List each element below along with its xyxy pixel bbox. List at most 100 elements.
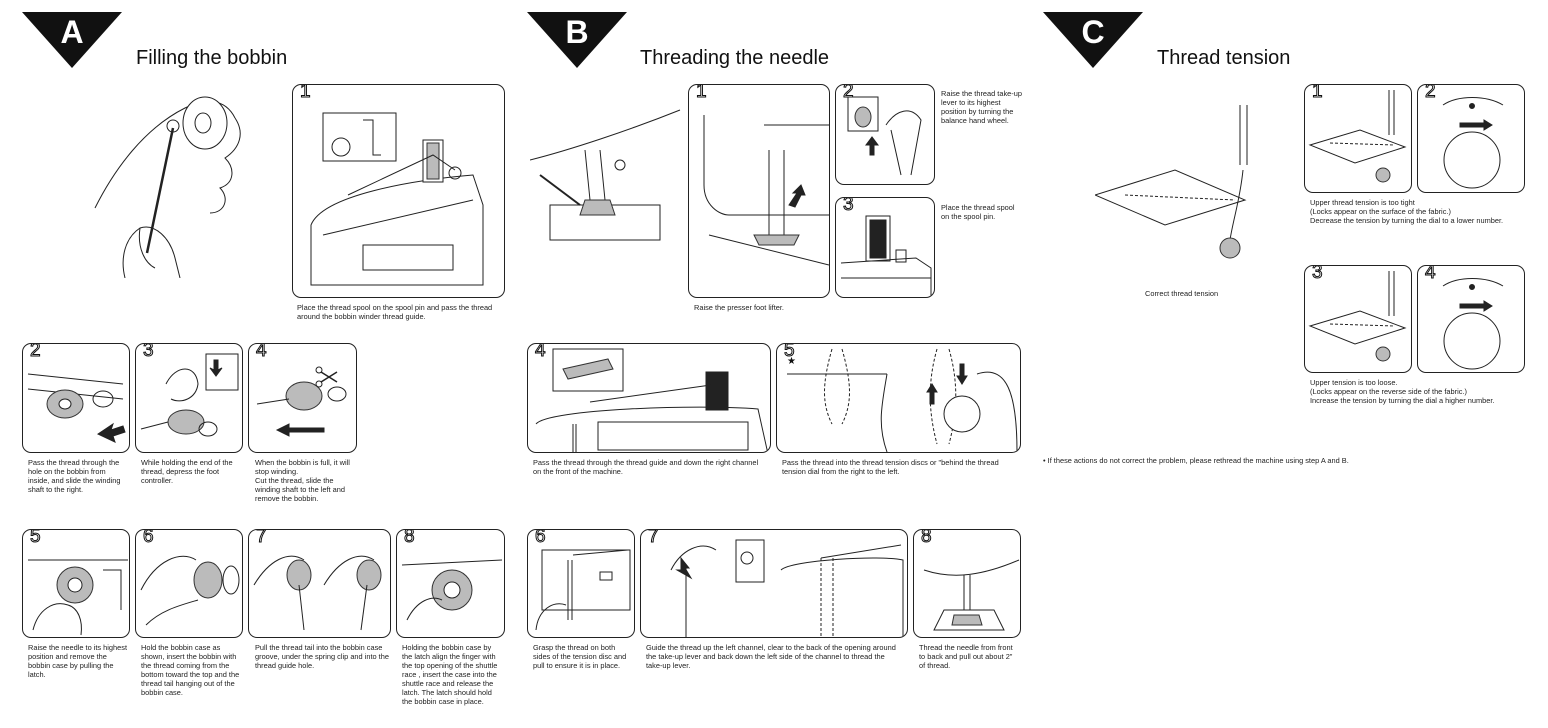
step-number: 8 [404,529,416,547]
step-b1-panel: 1 [688,84,830,298]
step-b4-panel: 4 [527,343,771,453]
step-b4-caption: Pass the thread through the thread guide… [533,458,759,476]
step-a5-panel: 5 [22,529,130,638]
step-b8-panel: 8 [913,529,1021,638]
step-a5-caption: Raise the needle to its highest position… [28,643,128,679]
raise-lifter-illustration [703,115,829,266]
bobbin-icon [1375,346,1391,362]
step-c3-panel: 3 [1304,265,1412,373]
step-b6-panel: 6 [527,529,635,638]
step-a1-caption: Place the thread spool on the spool pin … [297,303,493,321]
arrow-icon [1459,300,1493,312]
step-number: 3 [143,343,155,361]
step-a2-panel: 2 [22,343,130,453]
foot-controller-illustration [140,353,239,437]
step-number: 2 [1425,84,1437,102]
step-b3-panel: 3 [835,197,935,298]
step-number: 4 [256,343,268,361]
step-b2-panel: 2 [835,84,935,185]
step-c1-panel: 1 [1304,84,1412,193]
spool-icon [705,371,729,411]
step-a3-caption: While holding the end of the thread, dep… [141,458,233,485]
step-number: 6 [535,529,547,547]
step-number: 5 [30,529,42,547]
section-b-badge [527,12,627,68]
step-a6-caption: Hold the bobbin case as shown, insert th… [141,643,240,697]
tight-tension-caption: Upper thread tension is too tight(Locks … [1310,198,1504,225]
bobbin-icon [1219,237,1241,259]
section-a-letter: A [60,14,84,50]
step-number: 1 [300,84,312,102]
step-number: 3 [843,197,855,215]
grasp-thread-illustration [535,549,631,631]
section-a-badge [22,12,122,68]
arrow-icon [956,363,968,385]
step-number: 6 [143,529,155,547]
section-b-title: Threading the needle [640,47,830,69]
step-number: 5 [784,343,796,361]
arrow-icon [1459,119,1493,131]
step-number: 1 [1312,84,1324,102]
step-number: 1 [696,84,708,102]
bobbin-winder-illustration [27,373,126,443]
arrow-icon [788,184,806,208]
step-b6-caption: Grasp the thread on both sides of the te… [533,643,627,670]
tension-disc-illustration [787,348,1018,452]
step-b1-caption: Raise the presser foot lifter. [694,303,784,312]
spool-pin-illustration [840,215,932,297]
arrow-icon [96,422,126,443]
fabric-icon [1308,129,1407,164]
step-number: 4 [1425,265,1437,283]
step-b8-caption: Thread the needle from front to back and… [919,643,1013,670]
step-b2-caption: Raise the thread take-up lever to its hi… [941,89,1022,125]
thread-bobbin-case-illustration [253,555,382,631]
arrow-icon [275,423,325,437]
scissors-icon [320,371,338,383]
tension-dial-icon [1442,278,1504,370]
correct-tension-caption: Correct thread tension [1145,289,1219,298]
step-a4-panel: 4 [248,343,357,453]
take-up-lever-illustration [847,96,922,176]
section-c-letter: C [1081,14,1105,50]
step-b7-panel: 7 [640,529,908,638]
bobbin-icon [285,381,323,411]
section-c-badge [1043,12,1143,68]
needle-icon [963,575,971,610]
tight-tension-fabric-illustration [1308,90,1407,183]
section-a-title: Filling the bobbin [136,47,288,69]
arrow-icon [926,383,938,405]
step-a4-caption: When the bobbin is full, it will stop wi… [255,458,350,503]
step-a7-caption: Pull the thread tail into the bobbin cas… [255,643,389,670]
loose-tension-fabric-illustration [1308,271,1407,362]
step-number: 2 [30,343,42,361]
step-b7-caption: Guide the thread up the left channel, cl… [646,643,896,670]
step-b3-caption: Place the thread spool on the spool pin. [941,203,1015,221]
step-a8-panel: 8 [396,529,505,638]
correct-tension-illustration [1095,100,1265,270]
loose-tension-caption: Upper tension is too loose.(Locks appear… [1310,378,1495,405]
step-number: 2 [843,84,855,102]
step-number: 7 [648,529,660,547]
step-a3-panel: 3 [135,343,243,453]
step-a8-caption: Holding the bobbin case by the latch ali… [402,643,498,706]
install-bobbin-case-illustration [401,559,503,621]
step-a2-caption: Pass the thread through the hole on the … [28,458,121,494]
full-bobbin-illustration [256,366,347,437]
arrow-icon [865,136,879,156]
insert-bobbin-illustration [140,555,240,626]
step-b5-caption: Pass the thread into the thread tension … [782,458,999,476]
step-a6-panel: 6 [135,529,243,638]
needle-icon [1239,105,1248,165]
hand-holding-bobbin-illustration [85,88,255,278]
remove-bobbin-case-illustration [28,559,128,636]
bobbin-icon [1375,167,1391,183]
machine-top-illustration [310,112,484,286]
step-c2-panel: 2 [1417,84,1525,193]
tension-dial-icon [1442,97,1504,189]
step-number: 3 [1312,265,1324,283]
needle-icon [1388,90,1395,135]
needle-icon [1388,271,1395,316]
note-star: ★ [787,356,796,367]
step-b5-panel: 5 ★ [776,343,1021,453]
presser-foot-illustration [530,90,685,250]
